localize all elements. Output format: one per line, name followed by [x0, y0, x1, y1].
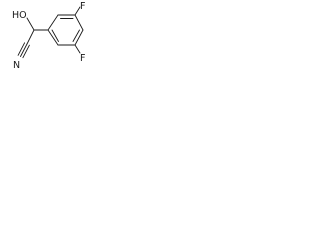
ring-bond-3 — [74, 14, 84, 31]
ring-bond-4 — [74, 29, 84, 46]
ring-double-bond-3 — [51, 29, 59, 42]
carbon-to-nitrile-bond — [26, 29, 35, 45]
fluorine-top-bond — [74, 6, 81, 16]
fluorine-bottom-label: F — [80, 53, 85, 64]
ring-bond-6 — [47, 29, 59, 46]
molecule-structure: HO N F F — [12, 1, 85, 71]
ring-double-bond-2 — [72, 29, 80, 42]
nitrile-nitrogen-label: N — [13, 60, 20, 71]
carbon-to-hydroxyl-bond — [26, 17, 35, 31]
nitrile-triple-bond — [17, 42, 30, 59]
fluorine-top-label: F — [80, 1, 85, 12]
benzene-ring — [47, 14, 84, 46]
hydroxyl-label: HO — [12, 10, 27, 21]
ring-bond-1 — [47, 14, 59, 31]
fluorine-bottom-bond — [74, 44, 81, 54]
